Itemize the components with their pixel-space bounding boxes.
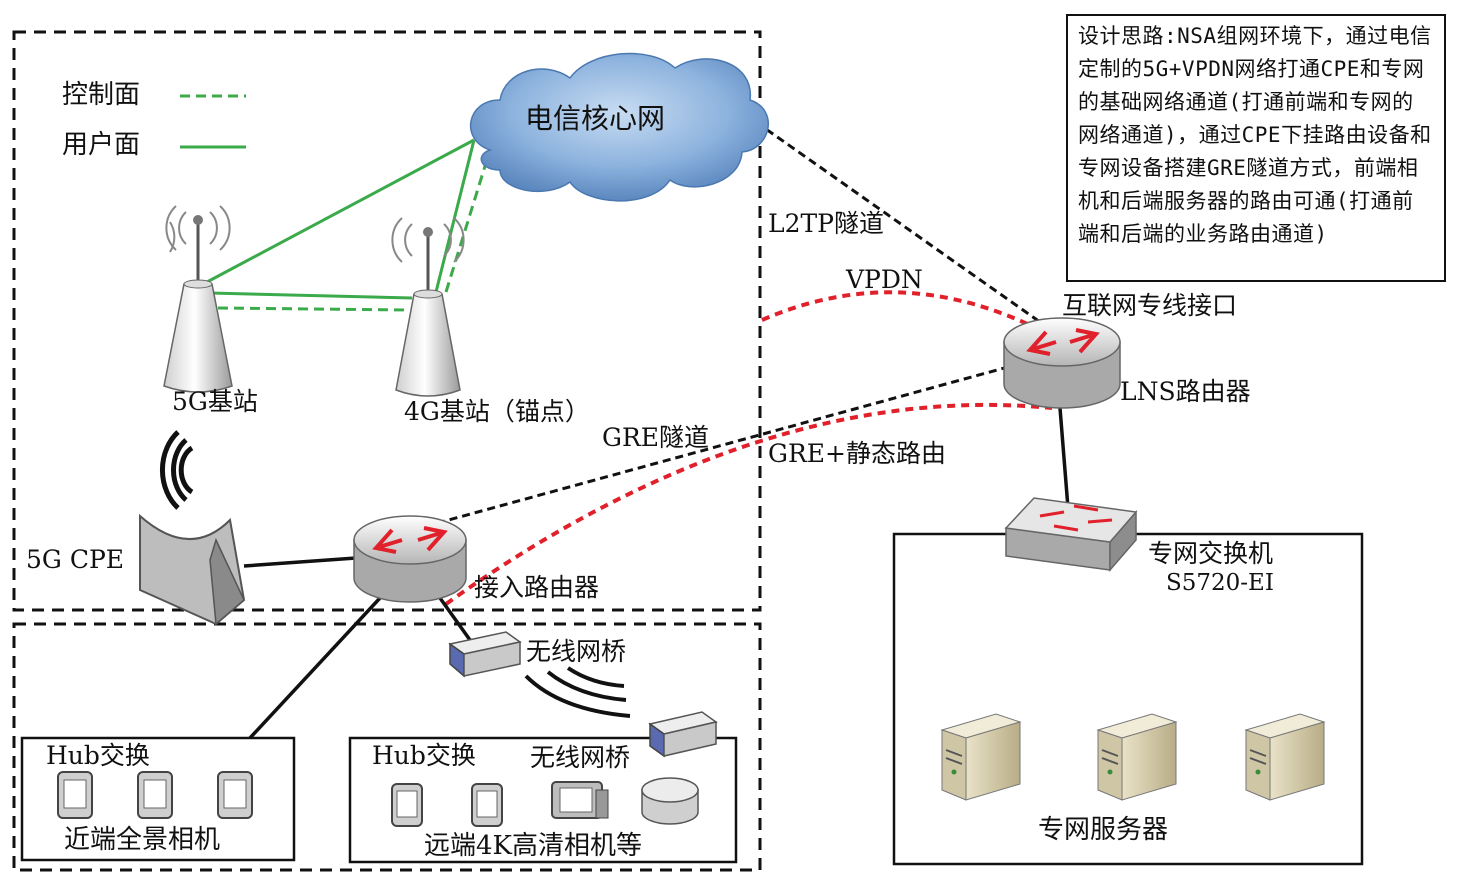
- server-2: [1096, 713, 1178, 801]
- core-network-cloud: [469, 52, 769, 202]
- hub-left-box: [20, 736, 296, 862]
- servers-label: 专网服务器: [1038, 815, 1168, 845]
- lower-region-box: [12, 622, 762, 872]
- core-network-label: 电信核心网: [525, 102, 665, 135]
- near-camera-2: [137, 771, 173, 819]
- lns-router-label: LNS路由器: [1120, 377, 1251, 406]
- internet-interface-label: 互联网专线接口: [1062, 291, 1237, 320]
- cpe-device: [139, 430, 246, 626]
- cpe-label: 5G CPE: [26, 545, 124, 574]
- design-note: 设计思路:NSA组网环境下，通过电信定制的5G+VPDN网络打通CPE和专网的基…: [1066, 14, 1446, 282]
- near-camera-1: [57, 771, 93, 819]
- wireless-bridge-box-device: [648, 711, 718, 758]
- base-4g-label: 4G基站（锚点）: [404, 397, 590, 426]
- access-router: [353, 515, 467, 603]
- server-1: [940, 713, 1022, 801]
- far-camera-3: [551, 781, 609, 819]
- far-cameras-label: 远端4K高清相机等: [424, 831, 642, 861]
- base-5g-tower: [163, 205, 233, 393]
- red-dashed-links: [444, 290, 1053, 606]
- lns-router: [1003, 317, 1121, 409]
- legend-user-label: 用户面: [62, 130, 140, 160]
- gre-static-label: GRE+静态路由: [768, 439, 946, 468]
- gre-tunnel-label: GRE隧道: [602, 423, 709, 452]
- access-router-label: 接入路由器: [474, 573, 599, 602]
- legend-control-label: 控制面: [62, 80, 140, 110]
- switch-name-label: 专网交换机: [1148, 539, 1273, 568]
- l2tp-label: L2TP隧道: [768, 209, 884, 238]
- green-links: [206, 138, 492, 312]
- near-cameras-label: 近端全景相机: [64, 825, 220, 855]
- private-switch: [1004, 497, 1138, 573]
- hub-right-box: [348, 736, 738, 864]
- near-camera-3: [217, 771, 253, 819]
- server-3: [1244, 713, 1326, 801]
- wireless-bridge-box-label: 无线网桥: [530, 743, 630, 772]
- black-dashed-links: [411, 120, 1053, 532]
- base-4g-tower: [391, 217, 465, 397]
- wireless-bridge-top-device: [448, 631, 522, 678]
- far-camera-2: [471, 783, 503, 827]
- vpdn-label: VPDN: [845, 265, 923, 294]
- wireless-waves: [524, 666, 631, 718]
- far-camera-4: [641, 777, 699, 825]
- hub-left-label: Hub交换: [46, 741, 150, 770]
- switch-model-label: S5720-EI: [1166, 570, 1274, 596]
- wireless-bridge-top-label: 无线网桥: [526, 637, 626, 666]
- black-links: [243, 407, 1070, 740]
- far-camera-1: [391, 783, 423, 827]
- hub-right-label: Hub交换: [372, 741, 476, 770]
- base-5g-label: 5G基站: [172, 387, 258, 416]
